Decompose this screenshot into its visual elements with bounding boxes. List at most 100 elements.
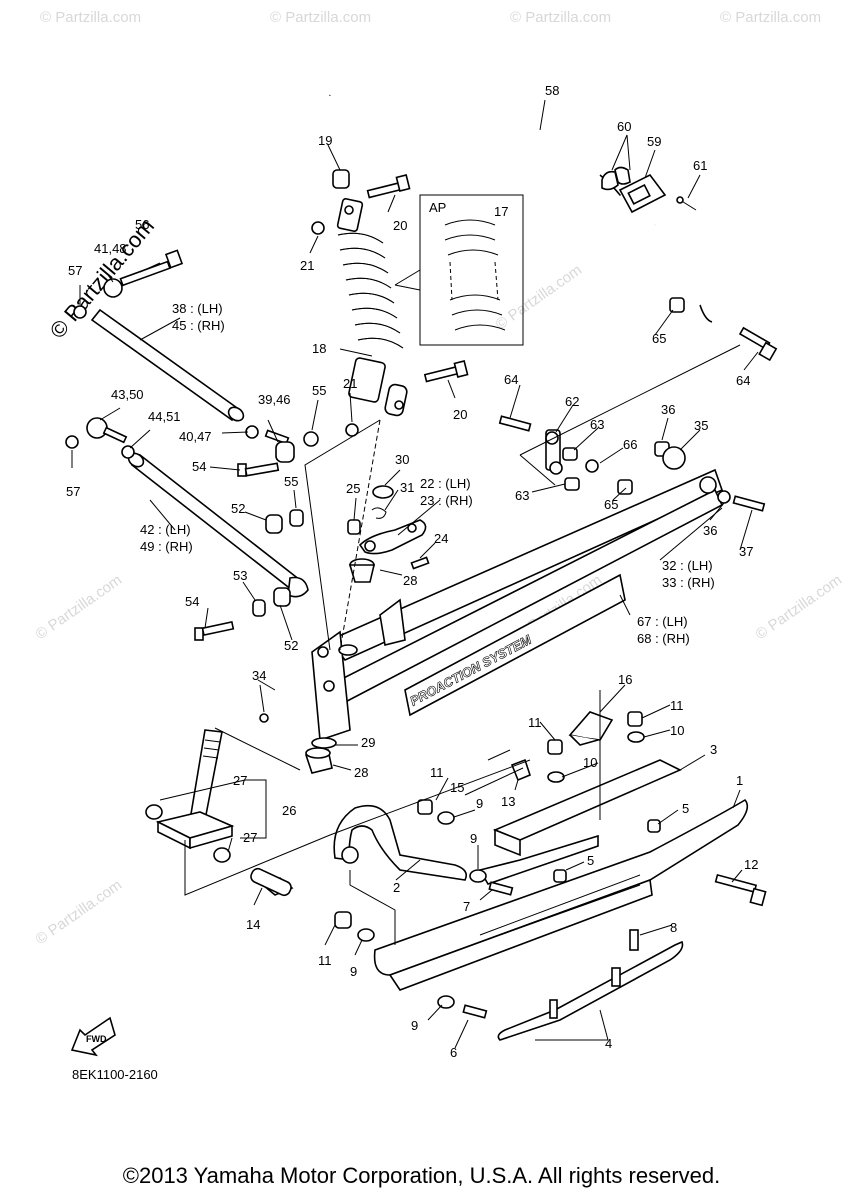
ski-saddle xyxy=(492,711,682,857)
spindle xyxy=(145,729,294,897)
callout-21: 21 xyxy=(300,258,314,273)
copyright-notice: ©2013 Yamaha Motor Corporation, U.S.A. A… xyxy=(122,1163,721,1188)
watermark: © Partzilla.com xyxy=(493,261,586,333)
watermark: © Partzilla.com xyxy=(33,571,126,643)
callout-16: 16 xyxy=(618,672,632,687)
callout-56: 56 xyxy=(135,217,149,232)
callout-45: 45 : (RH) xyxy=(172,318,225,333)
callout-12: 12 xyxy=(744,857,758,872)
callout-52: 52 xyxy=(231,501,245,516)
callout-9: 9 xyxy=(476,796,483,811)
callout-34: 34 xyxy=(252,668,266,683)
callout-22: 22 : (LH) xyxy=(420,476,471,491)
callout-20: 20 xyxy=(393,218,407,233)
callout-54: 54 xyxy=(185,594,199,609)
callout-55: 55 xyxy=(312,383,326,398)
ski-hardware xyxy=(334,711,767,1019)
callout-33: 33 : (RH) xyxy=(662,575,715,590)
shock-absorber xyxy=(336,198,408,417)
callout-9: 9 xyxy=(411,1018,418,1033)
watermark: © Partzilla.com xyxy=(510,9,611,26)
callout-41-48: 41,48 xyxy=(94,241,127,256)
callout-43-50: 43,50 xyxy=(111,387,144,402)
a-arm xyxy=(311,468,724,742)
shock-hardware xyxy=(311,169,469,437)
callout-53: 53 xyxy=(233,568,247,583)
callout-27: 27 xyxy=(243,830,257,845)
callout-62: 62 xyxy=(565,394,579,409)
callout-7: 7 xyxy=(463,899,470,914)
callout-64: 64 xyxy=(736,373,750,388)
callout-30: 30 xyxy=(395,452,409,467)
ski xyxy=(373,798,749,1041)
callout-65: 65 xyxy=(652,331,666,346)
callout-40-47: 40,47 xyxy=(179,429,212,444)
ski-bracket xyxy=(333,804,468,881)
callout-11: 11 xyxy=(670,698,684,713)
callout-10: 10 xyxy=(583,755,597,770)
callout-58: 58 xyxy=(545,83,559,98)
callout-29: 29 xyxy=(361,735,375,750)
callout-67: 67 : (LH) xyxy=(637,614,688,629)
callout-20: 20 xyxy=(453,407,467,422)
callout-6: 6 xyxy=(450,1045,457,1060)
stabilizer-bracket xyxy=(601,166,697,214)
callout-42: 42 : (LH) xyxy=(140,522,191,537)
callout-26: 26 xyxy=(282,803,296,818)
spring-inset xyxy=(394,194,524,346)
callout-9: 9 xyxy=(350,964,357,979)
callout-2: 2 xyxy=(393,880,400,895)
callout-49: 49 : (RH) xyxy=(140,539,193,554)
steering-arm xyxy=(347,485,430,570)
callout-5: 5 xyxy=(682,801,689,816)
callout-57: 57 xyxy=(66,484,80,499)
callout-60: 60 xyxy=(617,119,631,134)
callout-18: 18 xyxy=(312,341,326,356)
callout-15: 15 xyxy=(450,780,464,795)
callout-25: 25 xyxy=(346,481,360,496)
callout-63: 63 xyxy=(515,488,529,503)
callout-4: 4 xyxy=(605,1036,612,1051)
callout-5: 5 xyxy=(587,853,594,868)
callout-14: 14 xyxy=(246,917,260,932)
callout-64: 64 xyxy=(504,372,518,387)
callout-61: 61 xyxy=(693,158,707,173)
callout-11: 11 xyxy=(430,765,444,780)
watermark: © Partzilla.com xyxy=(720,9,821,26)
callout-63: 63 xyxy=(590,417,604,432)
callout-19: 19 xyxy=(318,133,332,148)
callout-65: 65 xyxy=(604,497,618,512)
callout-9: 9 xyxy=(470,831,477,846)
callout-54: 54 xyxy=(192,459,206,474)
callout-44-51: 44,51 xyxy=(148,409,181,424)
bushing-hardware xyxy=(194,425,319,723)
callout-28: 28 xyxy=(354,765,368,780)
diagram-code: 8EK1100-2160 xyxy=(72,1067,158,1082)
callout-17: 17 xyxy=(494,204,508,219)
callout-21: 21 xyxy=(343,376,357,391)
fwd-arrow-icon: FWD xyxy=(70,1016,116,1057)
callout-36: 36 xyxy=(661,402,675,417)
callout-38: 38 : (LH) xyxy=(172,301,223,316)
callout-10: 10 xyxy=(670,723,684,738)
callout-55: 55 xyxy=(284,474,298,489)
callout-labels: 58 60 59 61 19 20 21 AP 17 18 21 20 56 4… xyxy=(66,83,758,1082)
callout-11: 11 xyxy=(318,953,332,968)
stabilizer-link xyxy=(498,297,778,512)
watermark: © Partzilla.com xyxy=(753,571,843,643)
callout-37: 37 xyxy=(739,544,753,559)
watermark: © Partzilla.com xyxy=(40,9,141,26)
callout-1: 1 xyxy=(736,773,743,788)
radius-rods xyxy=(65,249,309,598)
callout-57: 57 xyxy=(68,263,82,278)
callout-3: 3 xyxy=(710,742,717,757)
callout-36: 36 xyxy=(703,523,717,538)
callout-59: 59 xyxy=(647,134,661,149)
leader-lines xyxy=(71,99,759,1049)
callout-32: 32 : (LH) xyxy=(662,558,713,573)
watermark: © Partzilla.com xyxy=(270,9,371,26)
callout-66: 66 xyxy=(623,437,637,452)
callout-13: 13 xyxy=(501,794,515,809)
watermark: © Partzilla.com xyxy=(33,876,126,948)
callout-35: 35 xyxy=(694,418,708,433)
